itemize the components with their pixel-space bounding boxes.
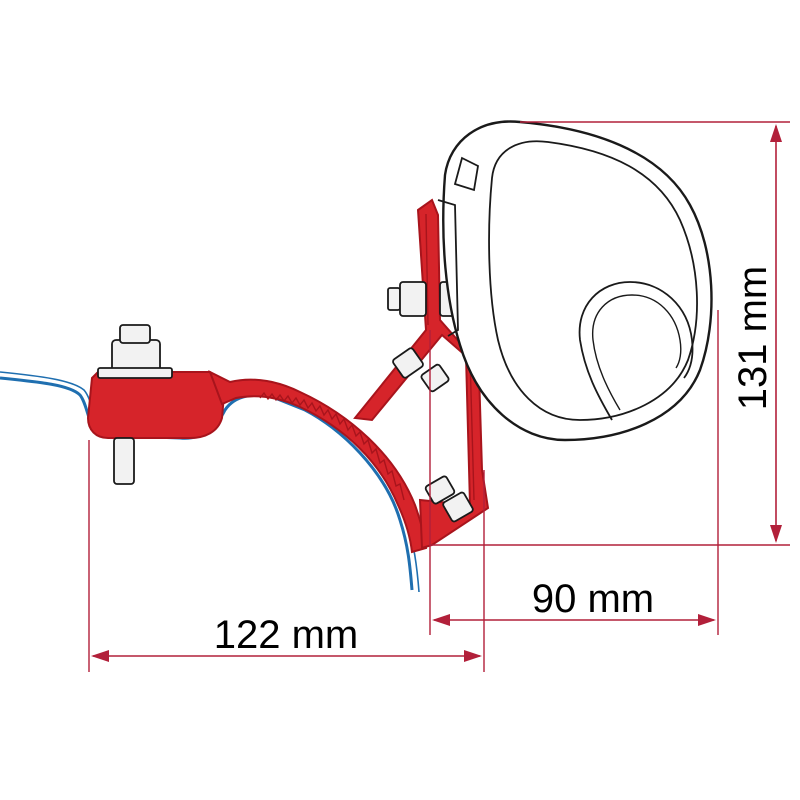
strut-edge-highlight [425,213,475,501]
height-arrow-top [770,124,782,142]
curved-adapter-plate [208,369,428,554]
height-dimension-label: 131 mm [731,266,775,411]
mounting-block [86,371,227,439]
dimension-labels: 131 mm 90 mm 122 mm [214,266,775,657]
dimension-lines [88,121,790,672]
width-arrow-left [91,650,109,662]
middle-nut [392,347,424,379]
roller-channel-inner [592,294,682,411]
upper-nut [399,281,427,317]
cassette-housing-inner [488,140,698,421]
adapter-bracket [86,198,490,554]
upper-bolt-head [387,287,401,311]
middle-bolt [420,363,450,393]
awning-cassette [437,120,713,442]
height-arrow-bottom [770,525,782,543]
bottom-nut [442,491,474,523]
vehicle-rail-outer-line [0,376,414,591]
projection-arrow-left [432,614,450,626]
lower-washer [97,367,173,379]
roller-channel [578,281,694,421]
cassette-left-flange [437,199,459,337]
plate-serration [259,391,405,501]
width-dimension-label: 122 mm [214,613,359,657]
lower-stud-bolt [113,437,135,485]
width-arrow-right [464,650,482,662]
projection-arrow-right [698,614,716,626]
cassette-housing-outer [442,120,713,442]
lower-nut-top [119,324,151,344]
projection-dimension-label: 90 mm [532,577,654,621]
cassette-end-cap [453,156,479,192]
